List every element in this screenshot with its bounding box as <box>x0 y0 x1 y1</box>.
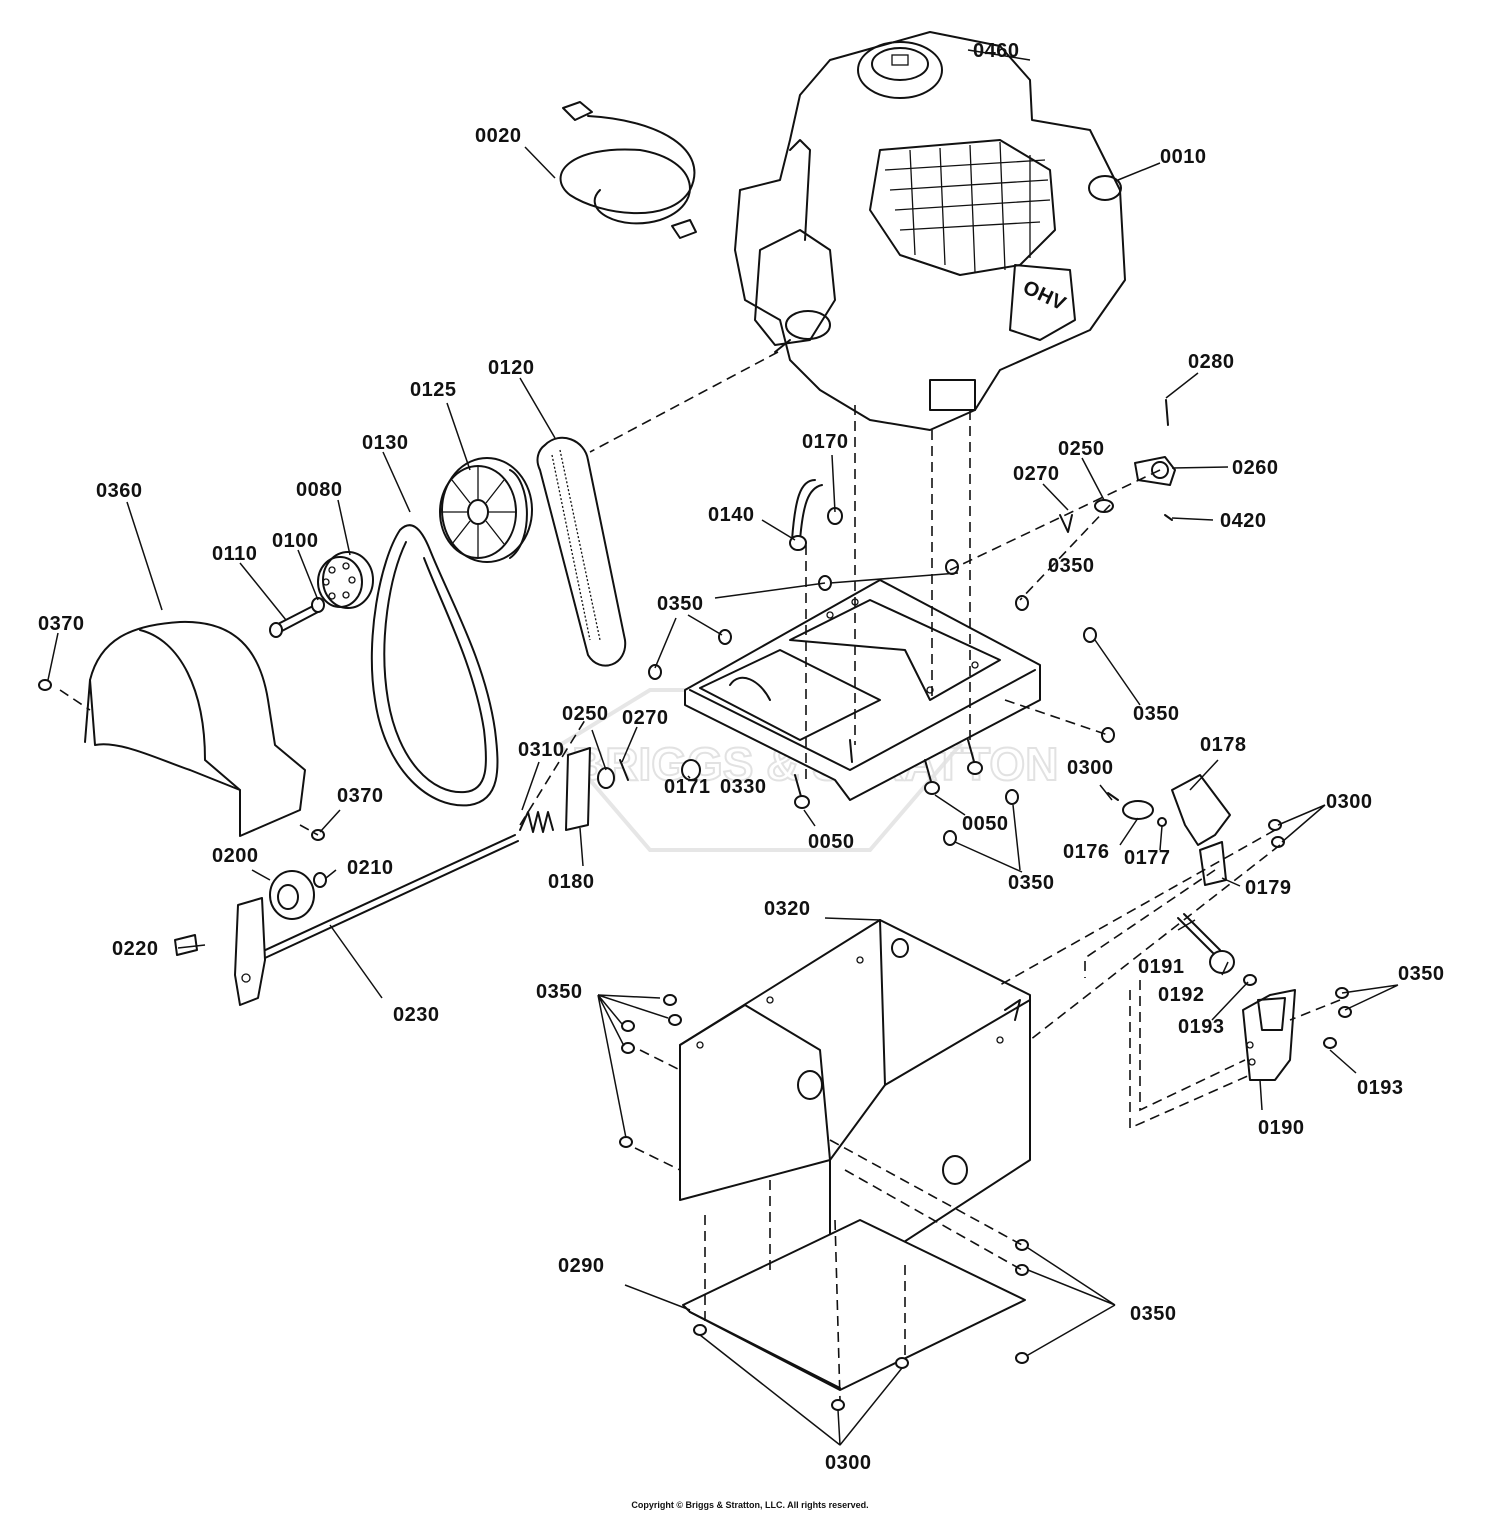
label-0050-left: 0050 <box>808 831 855 853</box>
label-0100: 0100 <box>272 530 319 552</box>
label-0191: 0191 <box>1138 956 1185 978</box>
label-0176: 0176 <box>1063 841 1110 863</box>
label-0140: 0140 <box>708 504 755 526</box>
label-0193-left: 0193 <box>1178 1016 1225 1038</box>
part-labels: 0460 0010 0020 0120 0125 0130 0080 0360 … <box>38 40 1445 1474</box>
label-0250-right: 0250 <box>1058 438 1105 460</box>
label-0350-bottom: 0350 <box>1130 1303 1177 1325</box>
side-bracket <box>1177 913 1352 1081</box>
label-0270-left: 0270 <box>622 707 669 729</box>
extension-cord <box>559 101 697 239</box>
cog-belt <box>536 436 627 667</box>
label-0310: 0310 <box>518 739 565 761</box>
label-0290: 0290 <box>558 1255 605 1277</box>
idler-shaft <box>174 834 519 1006</box>
label-0050-right: 0050 <box>962 813 1009 835</box>
label-0320: 0320 <box>764 898 811 920</box>
label-0080: 0080 <box>296 479 343 501</box>
label-0179: 0179 <box>1245 877 1292 899</box>
label-0178: 0178 <box>1200 734 1247 756</box>
label-0370-bottom: 0370 <box>337 785 384 807</box>
spring-and-bracket <box>519 747 701 833</box>
main-frame <box>679 919 1031 1291</box>
label-0177: 0177 <box>1124 847 1171 869</box>
label-0230: 0230 <box>393 1004 440 1026</box>
label-0120: 0120 <box>488 357 535 379</box>
bolt-and-washer <box>269 597 325 638</box>
label-0350-mid-right: 0350 <box>1133 703 1180 725</box>
drive-pulley <box>439 457 533 563</box>
label-0270-right: 0270 <box>1013 463 1060 485</box>
label-0300-bottom: 0300 <box>825 1452 872 1474</box>
right-small-parts <box>1059 399 1176 533</box>
idler-pulley <box>317 551 374 609</box>
label-0200: 0200 <box>212 845 259 867</box>
label-0190: 0190 <box>1258 1117 1305 1139</box>
rod-and-nut <box>789 479 843 551</box>
label-0350-top-right: 0350 <box>1048 555 1095 577</box>
label-0330: 0330 <box>720 776 767 798</box>
label-0171: 0171 <box>664 776 711 798</box>
label-0125: 0125 <box>410 379 457 401</box>
label-0220: 0220 <box>112 938 159 960</box>
label-0300-top: 0300 <box>1067 757 1114 779</box>
label-0350-center: 0350 <box>1008 872 1055 894</box>
label-0130: 0130 <box>362 432 409 454</box>
engine: OHV <box>734 31 1126 431</box>
copyright-notice: Copyright © Briggs & Stratton, LLC. All … <box>631 1500 869 1510</box>
label-0420: 0420 <box>1220 510 1267 532</box>
label-0350-left: 0350 <box>657 593 704 615</box>
engine-mount-plate <box>684 579 1041 801</box>
belt-guard <box>84 620 306 837</box>
label-0350-far-right: 0350 <box>1398 963 1445 985</box>
label-0210: 0210 <box>347 857 394 879</box>
label-0250-left: 0250 <box>562 703 609 725</box>
label-0280: 0280 <box>1188 351 1235 373</box>
label-0110: 0110 <box>212 543 257 565</box>
label-0180: 0180 <box>548 871 595 893</box>
label-0010: 0010 <box>1160 146 1207 168</box>
label-0350-frame-left: 0350 <box>536 981 583 1003</box>
plate-bolts <box>648 559 1115 846</box>
label-0020: 0020 <box>475 125 522 147</box>
assembly-dash-lines <box>59 351 1341 1401</box>
label-0460: 0460 <box>973 40 1020 62</box>
label-0260: 0260 <box>1232 457 1279 479</box>
label-0300-right: 0300 <box>1326 791 1373 813</box>
leader-lines <box>47 49 1399 1446</box>
label-0360: 0360 <box>96 480 143 502</box>
v-belt <box>370 524 499 807</box>
label-0193-right: 0193 <box>1357 1077 1404 1099</box>
label-0370-top: 0370 <box>38 613 85 635</box>
label-0170: 0170 <box>802 431 849 453</box>
label-0192: 0192 <box>1158 984 1205 1006</box>
